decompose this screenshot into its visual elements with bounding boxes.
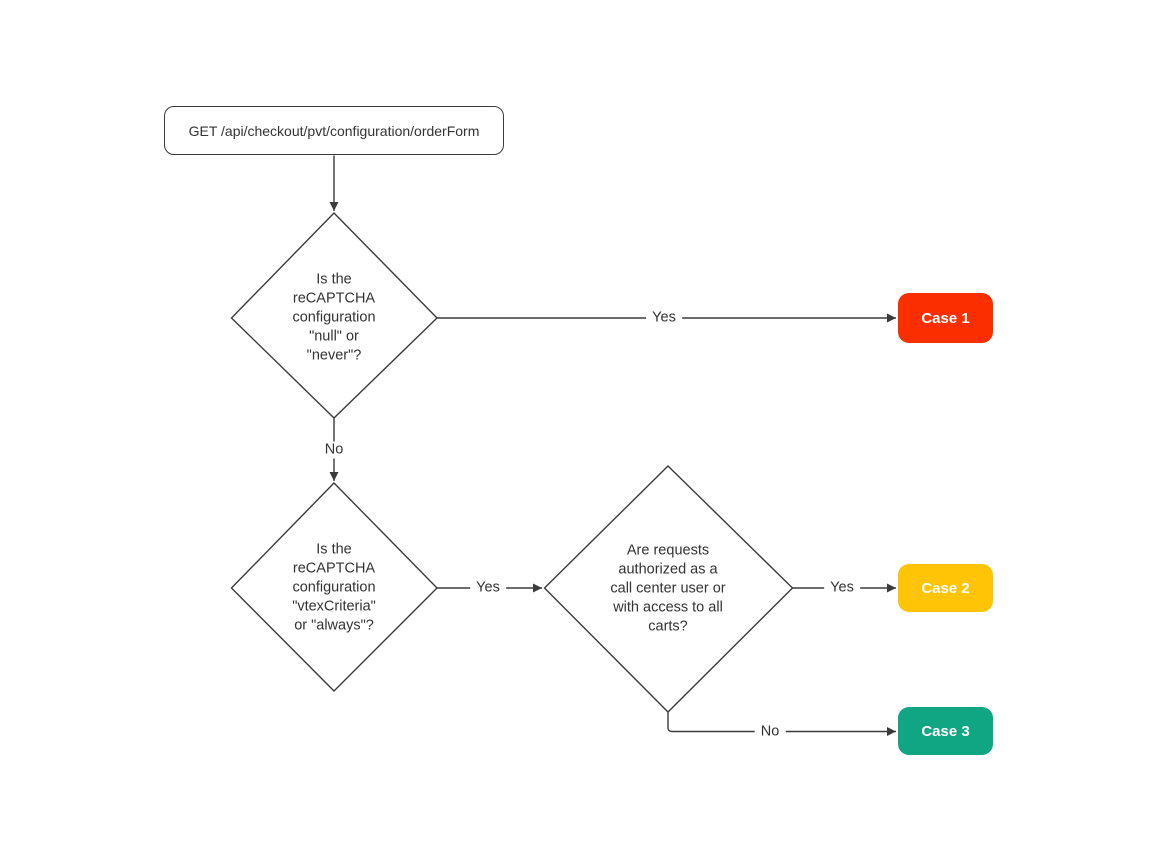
edge-decision3-no-case3 (667, 712, 896, 736)
decision-diamond-call-center-or-all-carts (543, 465, 794, 713)
edge-label-decision1-yes: Yes (646, 309, 682, 327)
case2-label: Case 2 (921, 579, 970, 597)
start-node-label: GET /api/checkout/pvt/configuration/orde… (188, 122, 480, 139)
case1-node (898, 293, 993, 343)
case1-label: Case 1 (921, 309, 970, 327)
case-node-group (898, 293, 993, 755)
decision1-label: Is the reCAPTCHA configuration "null" or… (292, 271, 376, 364)
edge-label-decision2-yes: Yes (470, 579, 506, 597)
case2-node (898, 564, 993, 612)
decision2-label: Is the reCAPTCHA configuration "vtexCrit… (292, 541, 376, 634)
case3-node (898, 707, 993, 755)
start-node: GET /api/checkout/pvt/configuration/orde… (164, 106, 504, 155)
decision-diamond-recaptcha-null-never (230, 211, 438, 419)
decision3-label: Are requests authorized as a call center… (610, 542, 726, 635)
decision-diamond-recaptcha-vtexcriteria-always (230, 481, 438, 692)
edge-label-decision3-yes: Yes (824, 579, 860, 597)
decision-group (230, 211, 794, 713)
edge-label-decision3-no: No (754, 723, 786, 741)
edge-label-decision1-no: No (318, 441, 350, 459)
case3-label: Case 3 (921, 722, 970, 740)
